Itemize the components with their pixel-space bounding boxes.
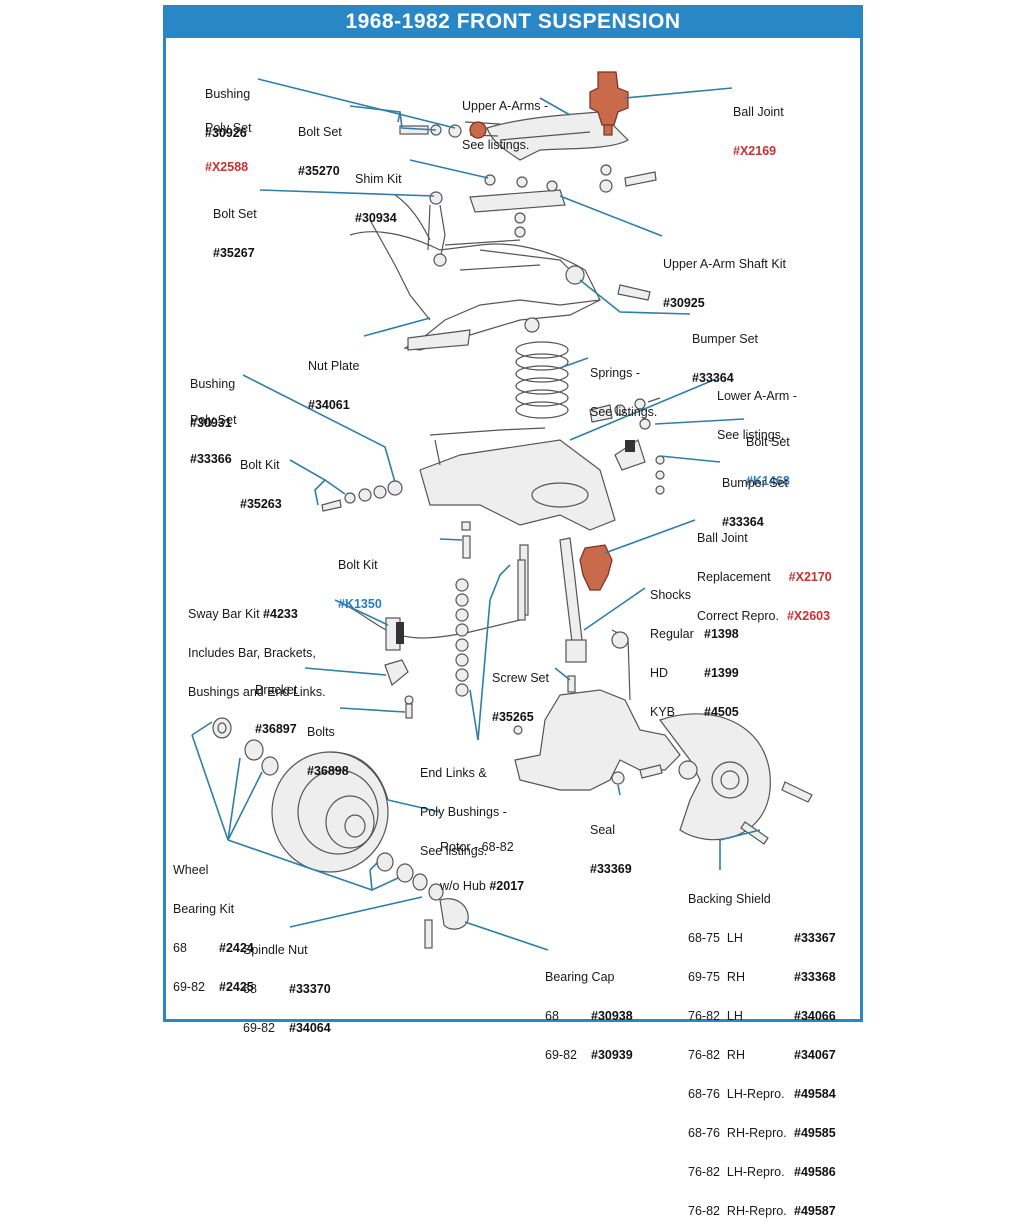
- callout-backing-shield: Backing Shield 68-75 LH#33367 69-75 RH#3…: [688, 892, 836, 1218]
- callout-upper-a-arms: Upper A-Arms - See listings.: [462, 99, 549, 152]
- coil-spring: [515, 317, 569, 419]
- nut-plate: [407, 329, 471, 351]
- part-number: #30938: [591, 1009, 633, 1023]
- callout-bolt-kit-35263: Bolt Kit #35263: [240, 458, 282, 511]
- sway-bar: [344, 604, 521, 719]
- part-number: #35267: [213, 246, 255, 260]
- brake-rotor: [271, 751, 389, 873]
- callout-shim-kit: Shim Kit #30934: [355, 172, 402, 225]
- part-number: #2017: [489, 879, 525, 893]
- part-number: #33369: [590, 862, 632, 876]
- callout-upper-shaft-kit: Upper A-Arm Shaft Kit #30925: [663, 257, 786, 310]
- part-number: #X2170: [788, 570, 832, 584]
- part-number: #33368: [794, 970, 836, 984]
- part-number: #36897: [255, 722, 297, 736]
- callout-wheel-bearing-kit: Wheel Bearing Kit 68#2424 69-82#2425: [173, 863, 254, 994]
- callout-sway-bar-kit: Sway Bar Kit #4233 Includes Bar, Bracket…: [188, 607, 326, 699]
- part-number: #33364: [692, 371, 734, 385]
- part-number: #X2169: [733, 144, 777, 158]
- callout-rotor: Rotor - 68-82 w/o Hub #2017: [440, 840, 525, 893]
- part-number: #33370: [289, 982, 331, 996]
- diagram-title: 1968-1982 FRONT SUSPENSION: [163, 5, 863, 38]
- end-link-stack: [455, 559, 526, 697]
- callout-poly-set-top: Poly Set #X2588: [205, 121, 252, 174]
- part-number: #4233: [263, 607, 298, 621]
- callout-screw-set: Screw Set #35265: [492, 671, 549, 724]
- part-number: #30925: [663, 296, 705, 310]
- callout-poly-set-lower: Poly Set #33366: [190, 413, 237, 466]
- part-number: #30934: [355, 211, 397, 225]
- part-number: #K1350: [338, 597, 382, 611]
- steering-knuckle: [513, 629, 681, 791]
- part-number: #X2603: [786, 609, 831, 623]
- callout-end-links: End Links & Poly Bushings - See listings…: [420, 766, 507, 858]
- part-number: #36898: [307, 764, 349, 778]
- lower-bumper: [614, 439, 665, 495]
- part-number: #49584: [794, 1087, 836, 1101]
- callout-nut-plate: Nut Plate #34061: [308, 359, 360, 412]
- screw-set-part: [567, 675, 576, 693]
- upper-shaft: [469, 174, 566, 238]
- callout-bumper-set-upper: Bumper Set #33364: [692, 332, 759, 385]
- part-number: #33364: [722, 515, 764, 529]
- lower-a-arm: [419, 427, 616, 531]
- callout-bolts: Bolts #36898: [307, 725, 349, 778]
- callout-ball-joint: Ball Joint #X2169: [733, 105, 784, 158]
- callout-seal: Seal #33369: [590, 823, 632, 876]
- part-number: #34064: [289, 1021, 331, 1035]
- callout-springs: Springs - See listings.: [590, 366, 658, 419]
- backing-shield-part: [659, 713, 813, 845]
- upper-ball-joint: [589, 71, 629, 136]
- part-number: #49587: [794, 1204, 836, 1218]
- callout-bushing-top: Bushing #30926: [205, 87, 251, 140]
- lower-ball-joint: [579, 544, 613, 591]
- bearing-stack-outer: [376, 852, 469, 949]
- lower-bolt-set: [589, 397, 661, 430]
- part-number: #33367: [794, 931, 836, 945]
- callout-spindle-nut: Spindle Nut 68#33370 69-82#34064: [243, 943, 331, 1035]
- part-number: #X2588: [205, 160, 249, 174]
- part-number: #2424: [219, 941, 254, 955]
- part-number: #33366: [190, 452, 232, 466]
- callout-bolt-set-35270: Bolt Set #35270: [298, 125, 342, 178]
- frame-bracket: [349, 191, 651, 351]
- callout-bushing-lower: Bushing #30931: [190, 377, 236, 430]
- part-number: #30939: [591, 1048, 633, 1062]
- part-number: #1399: [704, 666, 739, 680]
- callout-ball-joint-replacement: Ball Joint Replacement#X2170 Correct Rep…: [697, 531, 832, 623]
- part-number: #35263: [240, 497, 282, 511]
- part-number: #30931: [190, 416, 232, 430]
- part-number: #4505: [704, 705, 739, 719]
- part-number: #K1468: [746, 474, 790, 488]
- callout-bolt-kit-k1350: Bolt Kit #K1350: [338, 558, 382, 611]
- part-number: #34061: [308, 398, 350, 412]
- callout-bearing-cap: Bearing Cap 68#30938 69-82#30939: [545, 970, 633, 1062]
- suspension-illustration: [191, 71, 813, 951]
- part-number: #35265: [492, 710, 534, 724]
- callout-lower-a-arm: Lower A-Arm - See listings.: [717, 389, 797, 442]
- upper-bolts-right: [599, 164, 657, 193]
- shock-absorber: [519, 537, 587, 663]
- callout-bolt-set-k1468: Bolt Set #K1468: [746, 435, 790, 488]
- part-number: #49586: [794, 1165, 836, 1179]
- part-number: #30926: [205, 126, 247, 140]
- bearing-stack-top: [212, 717, 279, 776]
- callout-bumper-set-lower: Bumper Set #33364: [722, 476, 789, 529]
- part-number: #49585: [794, 1126, 836, 1140]
- part-number: #35270: [298, 164, 340, 178]
- bolt-kit-k1350-parts: [461, 521, 471, 559]
- callout-bracket: Bracket #36897: [255, 683, 298, 736]
- part-number: #1398: [704, 627, 739, 641]
- callout-shocks: Shocks Regular#1398 HD#1399 KYB#4505: [650, 588, 739, 719]
- part-number: #34067: [794, 1048, 836, 1062]
- part-number: #2425: [219, 980, 254, 994]
- part-number: #34066: [794, 1009, 836, 1023]
- leader-lines: [191, 78, 761, 951]
- callout-bolt-set-35267: Bolt Set #35267: [213, 207, 257, 260]
